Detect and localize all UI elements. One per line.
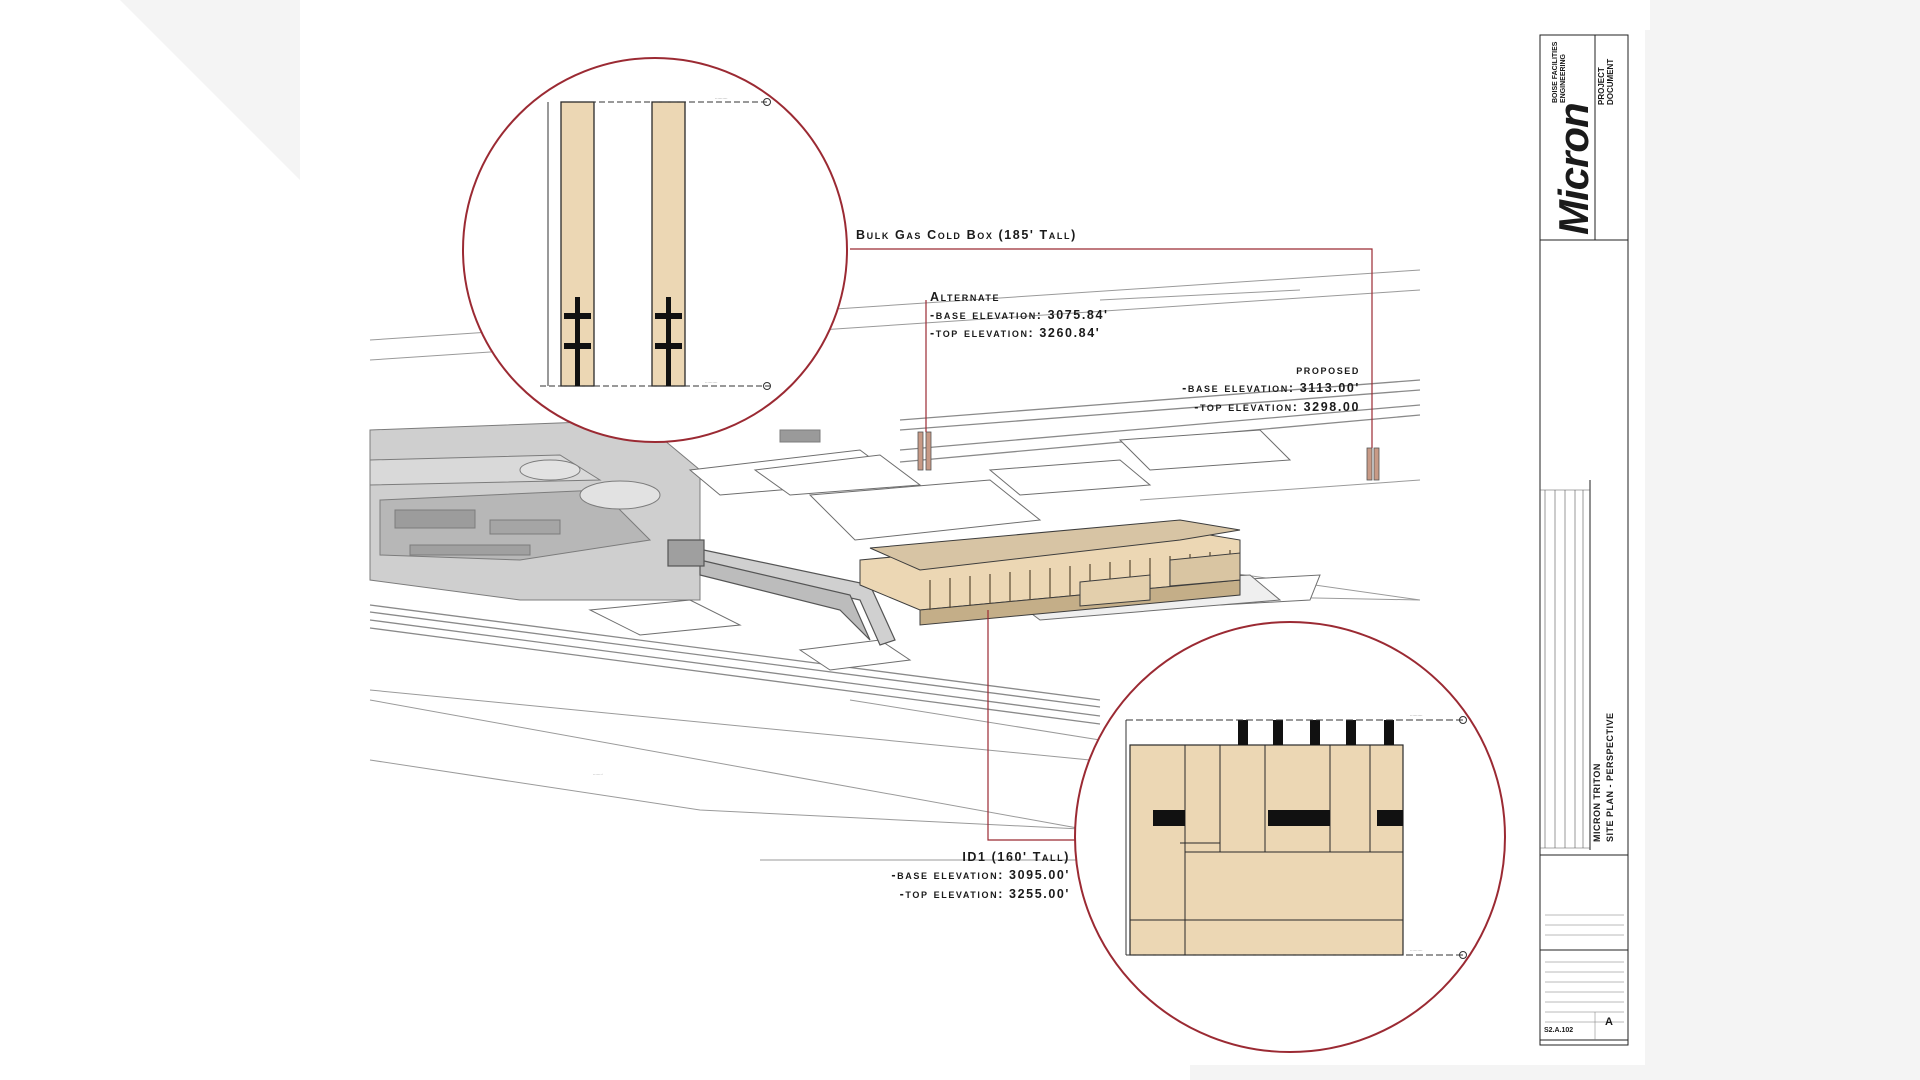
document-type: PROJECT DOCUMENT xyxy=(1597,58,1615,105)
micron-logo: Micron xyxy=(1550,103,1597,235)
tower-markers xyxy=(917,431,1380,481)
department-name: BOISE FACILITIES ENGINEERING xyxy=(1552,41,1567,103)
sheet-number: S2.A.102 xyxy=(1544,1027,1574,1034)
id1-base-elevation: -base elevation: 3095.00' xyxy=(891,868,1070,882)
svg-text:..........: .......... xyxy=(705,379,718,384)
alternate-base-elevation: -base elevation: 3075.84' xyxy=(930,308,1109,322)
revision-letter: A xyxy=(1605,1016,1613,1028)
svg-text:..........: .......... xyxy=(1410,947,1423,952)
proposed-base-elevation: -base elevation: 3113.00' xyxy=(1182,381,1360,395)
alternate-label: Alternate xyxy=(930,290,1001,304)
svg-text:..........: .......... xyxy=(1410,712,1423,717)
svg-text:........: ........ xyxy=(593,770,603,776)
title-block-frame xyxy=(1539,34,1629,1046)
revision-grid xyxy=(1540,489,1590,849)
proposed-label: proposed xyxy=(1296,363,1360,377)
id1-top-elevation: -top elevation: 3255.00' xyxy=(899,887,1070,901)
callout-leaders xyxy=(850,248,1373,841)
proposed-top-elevation: -top elevation: 3298.00 xyxy=(1194,400,1360,414)
alternate-top-elevation: -top elevation: 3260.84' xyxy=(930,326,1101,340)
project-name: MICRON TRITON xyxy=(1592,763,1602,842)
svg-text:..........: .......... xyxy=(715,95,728,100)
id1-detail-circle: .......... .......... xyxy=(1074,621,1506,1053)
id1-label: ID1 (160' Tall) xyxy=(962,850,1070,864)
sheet-title: SITE PLAN - PERSPECTIVE xyxy=(1605,712,1615,842)
existing-campus xyxy=(369,419,821,601)
stamp-box-lines xyxy=(1545,914,1624,1040)
bulk-gas-callout-title: Bulk Gas Cold Box (185' Tall) xyxy=(856,228,1077,242)
fab-building xyxy=(859,519,1241,626)
cold-box-detail-circle: .......... .......... xyxy=(462,57,848,443)
